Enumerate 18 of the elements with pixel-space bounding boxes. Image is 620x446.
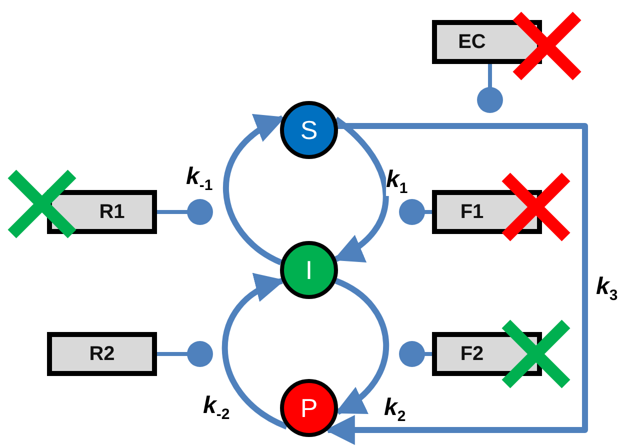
species-circle: I <box>280 241 338 299</box>
modifier-line <box>399 341 432 367</box>
modifier-line <box>157 341 213 367</box>
reaction-arrow <box>334 278 389 415</box>
modifier-line <box>157 199 213 225</box>
rate-constant-label: k$_{3}$ <box>596 275 618 303</box>
reaction-arrow <box>223 116 286 266</box>
species-circle: S <box>280 101 338 159</box>
reaction-arrow <box>324 122 588 445</box>
regulator-box: R2 <box>47 332 157 376</box>
rate-constant-label: k$_{1}$ <box>386 168 408 196</box>
modifier-line <box>399 199 432 225</box>
reaction-arrow <box>333 116 389 262</box>
rate-constant-label: k$_{-2}$ <box>203 394 230 422</box>
rate-constant-label: k$_{-1}$ <box>186 165 213 193</box>
reaction-arrow <box>222 276 288 430</box>
species-circle: P <box>280 379 338 437</box>
rate-constant-label: k$_{2}$ <box>384 396 406 424</box>
